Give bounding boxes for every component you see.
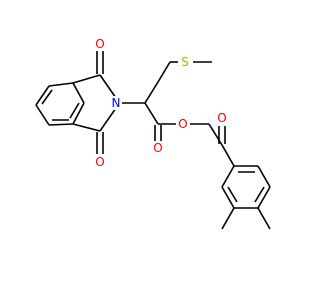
bond — [99, 107, 117, 132]
atom-symbol: O — [153, 141, 162, 155]
bond — [254, 186, 265, 203]
bond — [72, 123, 101, 132]
bond — [257, 165, 271, 188]
bond — [144, 102, 159, 125]
bond — [48, 123, 74, 126]
atom-symbol: O — [178, 117, 187, 131]
bond — [72, 82, 85, 104]
atom-label-oxygen: O — [177, 117, 189, 131]
atom-label-oxygen: O — [94, 155, 106, 169]
bond — [48, 82, 74, 87]
atom-symbol: S — [181, 55, 189, 69]
bond — [257, 207, 271, 230]
atom-label-nitrogen: N — [111, 96, 122, 110]
bond — [157, 61, 171, 83]
bond — [221, 165, 235, 188]
bond-layer — [35, 50, 271, 230]
atom-symbol: O — [95, 37, 104, 51]
atom-label-oxygen: O — [216, 111, 228, 125]
bond — [221, 144, 235, 167]
atom-label-layer: O O N S O O O — [94, 37, 228, 169]
atom-symbol: N — [112, 96, 121, 110]
bond — [35, 104, 50, 126]
atom-label-sulfur: S — [179, 55, 191, 69]
bond — [227, 186, 238, 203]
bond — [221, 207, 235, 230]
bond — [99, 74, 117, 99]
bond — [221, 186, 235, 209]
molecule-structure: O O N S O O O — [35, 37, 271, 230]
bond — [41, 89, 53, 105]
atom-symbol: O — [217, 111, 226, 125]
bond — [144, 81, 159, 104]
bond — [35, 85, 50, 106]
bond — [72, 102, 85, 125]
atom-label-oxygen: O — [94, 37, 106, 51]
bond — [72, 74, 101, 84]
atom-symbol: O — [95, 155, 104, 169]
bond — [69, 102, 80, 119]
atom-label-oxygen: O — [152, 141, 164, 155]
bond — [208, 123, 223, 146]
bond — [257, 186, 271, 209]
